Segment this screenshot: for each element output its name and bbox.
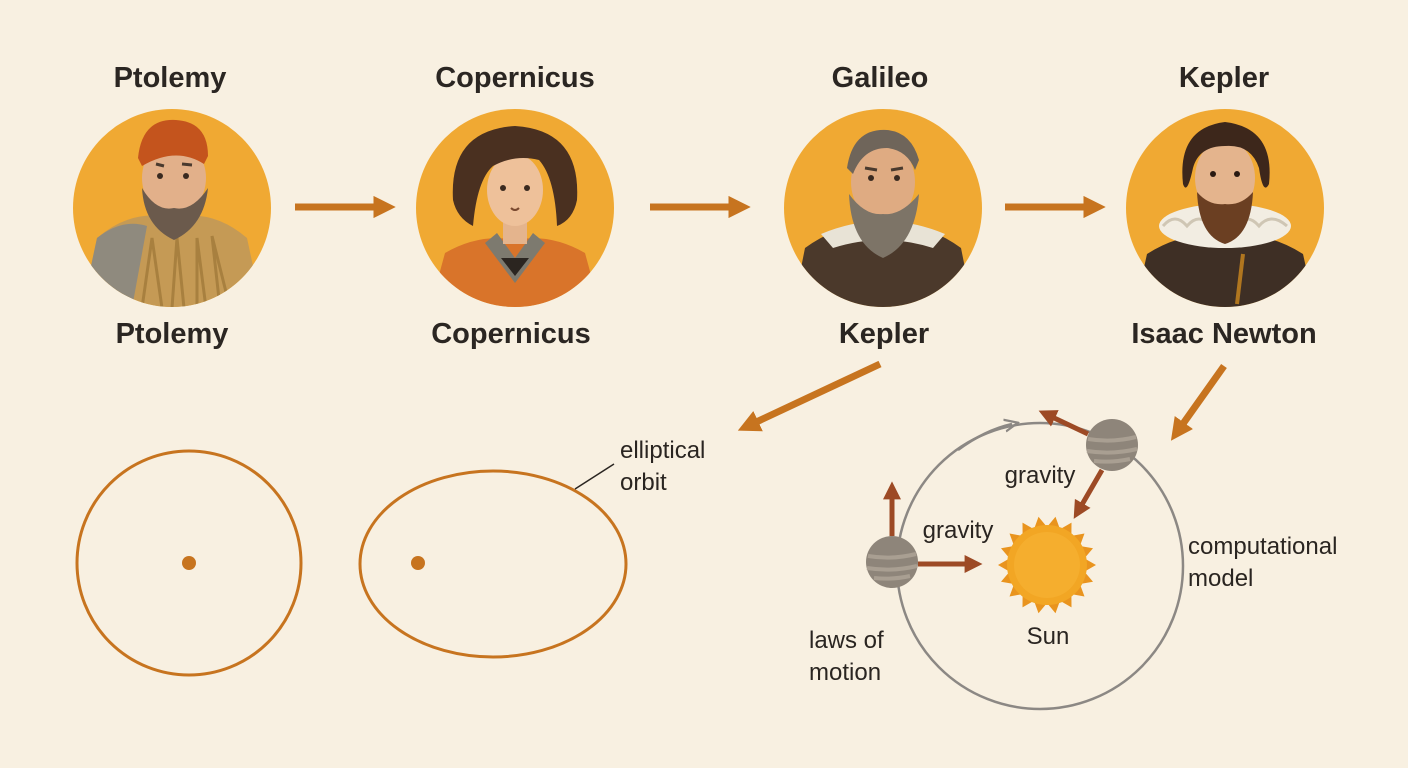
elliptical-orbit [358,469,628,659]
portrait-bottom-label-copernicus: Copernicus [431,318,591,350]
computational-model-label-line-2: model [1188,565,1253,592]
gravity-label-upper: gravity [1005,462,1076,489]
arrow-newton-to-model [1170,363,1227,441]
portrait-bottom-label-kepler: Kepler [838,318,930,350]
upper-planet-icon [1086,419,1138,471]
elliptical-orbit-label: elliptical orbit [620,437,712,496]
portrait-top-label-galileo: Galileo [831,62,929,94]
sun-icon [998,516,1096,614]
ellipse-focus-dot [411,556,425,570]
computational-model-label: computational model [1188,533,1344,592]
laws-of-motion-label-line-2: motion [809,659,881,686]
portrait-bottom-label-isaac-newton: Isaac Newton [1131,318,1317,350]
orbit-center-dot [182,556,196,570]
lower-planet-icon [866,536,918,588]
gravity-label-lower: gravity [923,517,994,544]
arrow-kepler-to-ellipse [737,360,882,432]
elliptical-orbit-label-line-2: orbit [620,469,667,496]
computational-model-label-line-1: computational [1188,533,1337,560]
portrait-bottom-label-ptolemy: Ptolemy [115,318,229,350]
portrait-top-label-copernicus: Copernicus [435,62,595,94]
portrait-ptolemy [72,108,272,308]
circular-orbit [75,449,303,677]
portrait-kepler [1125,108,1325,308]
laws-of-motion-label: laws of motion [809,627,890,686]
velocity-arrow-upper-planet [1038,410,1090,437]
elliptical-orbit-label-line-1: elliptical [620,437,705,464]
gravity-arrow-upper-planet [1073,468,1105,519]
laws-of-motion-label-line-1: laws of [809,627,884,654]
portrait-top-label-ptolemy: Ptolemy [113,62,227,94]
elliptical-orbit-leader-line [574,463,615,490]
portrait-top-label-kepler: Kepler [1178,62,1270,94]
orbit-direction-arrow [957,424,1012,452]
portrait-galileo [783,108,983,308]
portrait-copernicus [415,108,615,308]
sun-label: Sun [1027,623,1070,650]
